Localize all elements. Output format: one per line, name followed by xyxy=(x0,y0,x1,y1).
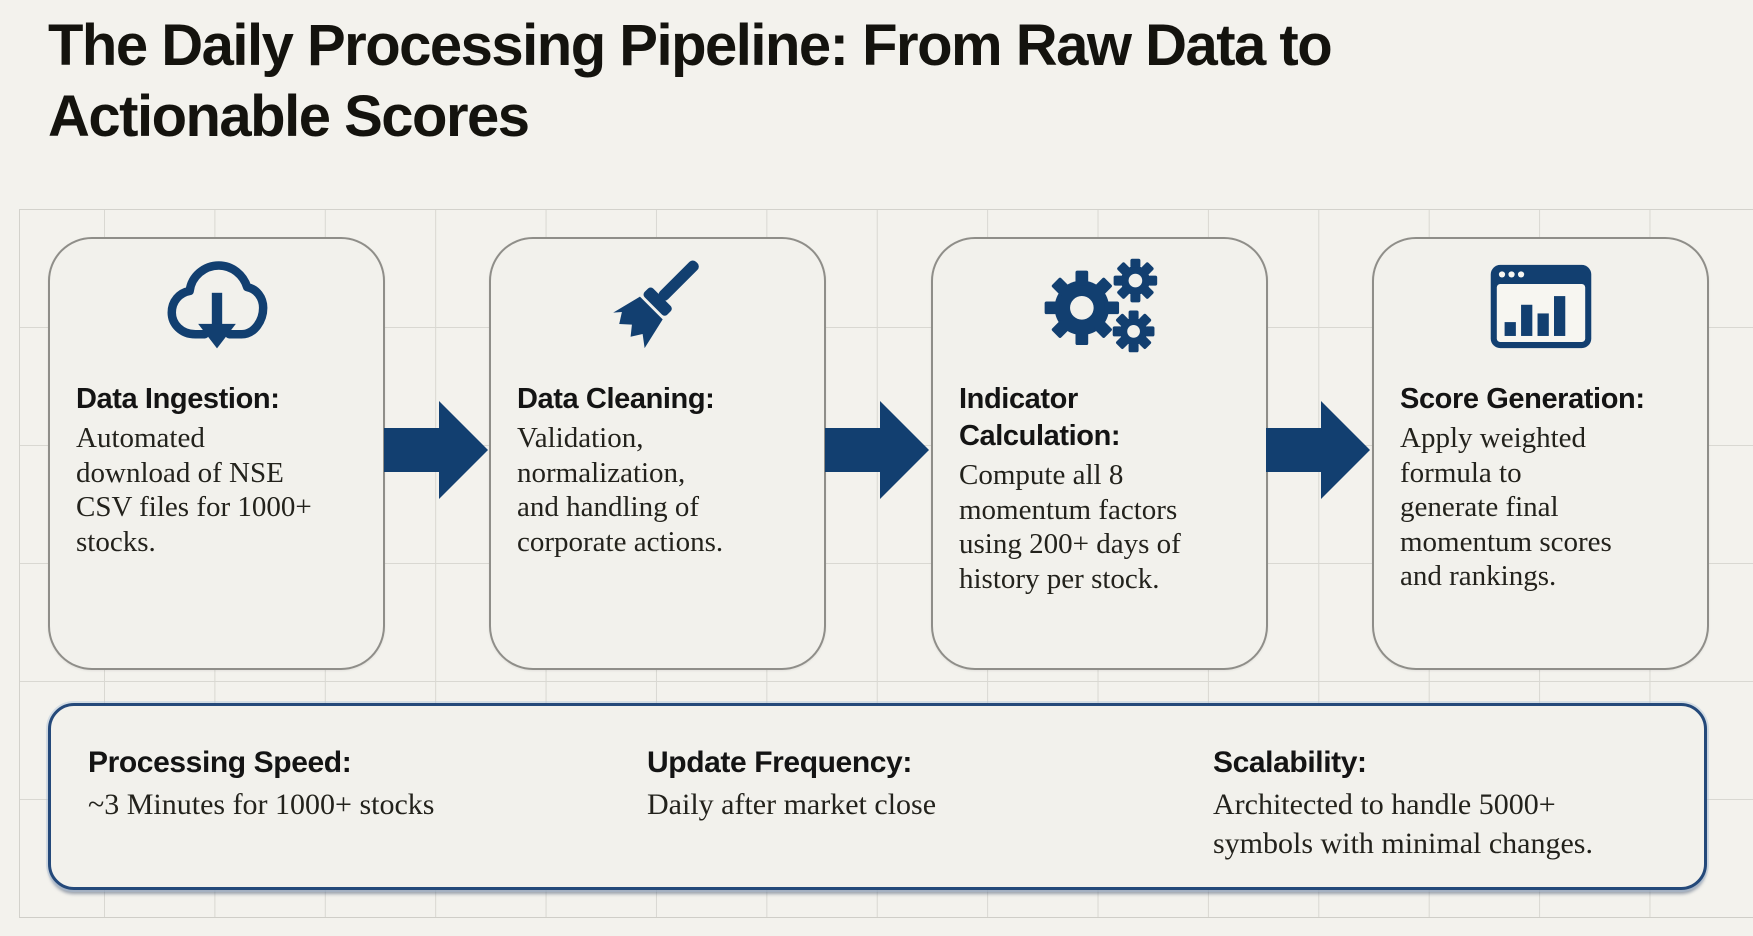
pipeline-step-card-score-generation: Score Generation: Apply weighted formula… xyxy=(1372,237,1709,670)
stat-update-frequency: Update Frequency: Daily after market clo… xyxy=(647,744,1213,863)
card-icon-area xyxy=(1374,247,1707,365)
card-icon-area xyxy=(491,247,824,365)
step-title: Score Generation: xyxy=(1400,383,1645,415)
card-icon-area xyxy=(50,247,383,365)
flow-arrow-icon xyxy=(1266,401,1370,499)
pipeline-step-card-indicator-calculation: Indicator Calculation: Compute all 8 mom… xyxy=(931,237,1268,670)
browser-bar-chart-icon xyxy=(1490,264,1591,348)
step-body: Automated download of NSE CSV files for … xyxy=(76,422,312,558)
stat-scalability: Scalability: Architected to handle 5000+… xyxy=(1213,744,1684,863)
stat-label: Processing Speed: xyxy=(88,746,352,779)
flow-arrow-icon xyxy=(825,401,929,499)
step-body: Compute all 8 momentum factors using 200… xyxy=(959,459,1181,595)
gears-icon xyxy=(1044,258,1157,353)
step-body: Validation, normalization, and handling … xyxy=(517,422,724,558)
pipeline-step-card-data-cleaning: Data Cleaning: Validation, normalization… xyxy=(489,237,826,670)
stat-label: Update Frequency: xyxy=(647,746,912,779)
broom-icon xyxy=(612,260,699,349)
card-icon-area xyxy=(933,247,1266,365)
stat-value: Architected to handle 5000+ symbols with… xyxy=(1213,788,1593,860)
step-title: Data Ingestion: xyxy=(76,383,280,415)
flow-arrow-icon xyxy=(384,401,488,499)
step-title: Data Cleaning: xyxy=(517,383,715,415)
stat-value: ~3 Minutes for 1000+ stocks xyxy=(88,788,435,821)
pipeline-step-card-data-ingestion: Data Ingestion: Automated download of NS… xyxy=(48,237,385,670)
cloud-download-icon xyxy=(167,261,267,349)
stat-label: Scalability: xyxy=(1213,746,1367,779)
stat-processing-speed: Processing Speed: ~3 Minutes for 1000+ s… xyxy=(88,744,647,863)
stats-bar: Processing Speed: ~3 Minutes for 1000+ s… xyxy=(48,703,1707,890)
page-title: The Daily Processing Pipeline: From Raw … xyxy=(48,13,1333,149)
step-body: Apply weighted formula to generate final… xyxy=(1400,422,1612,592)
stat-value: Daily after market close xyxy=(647,788,937,821)
step-title: Indicator Calculation: xyxy=(959,383,1121,452)
